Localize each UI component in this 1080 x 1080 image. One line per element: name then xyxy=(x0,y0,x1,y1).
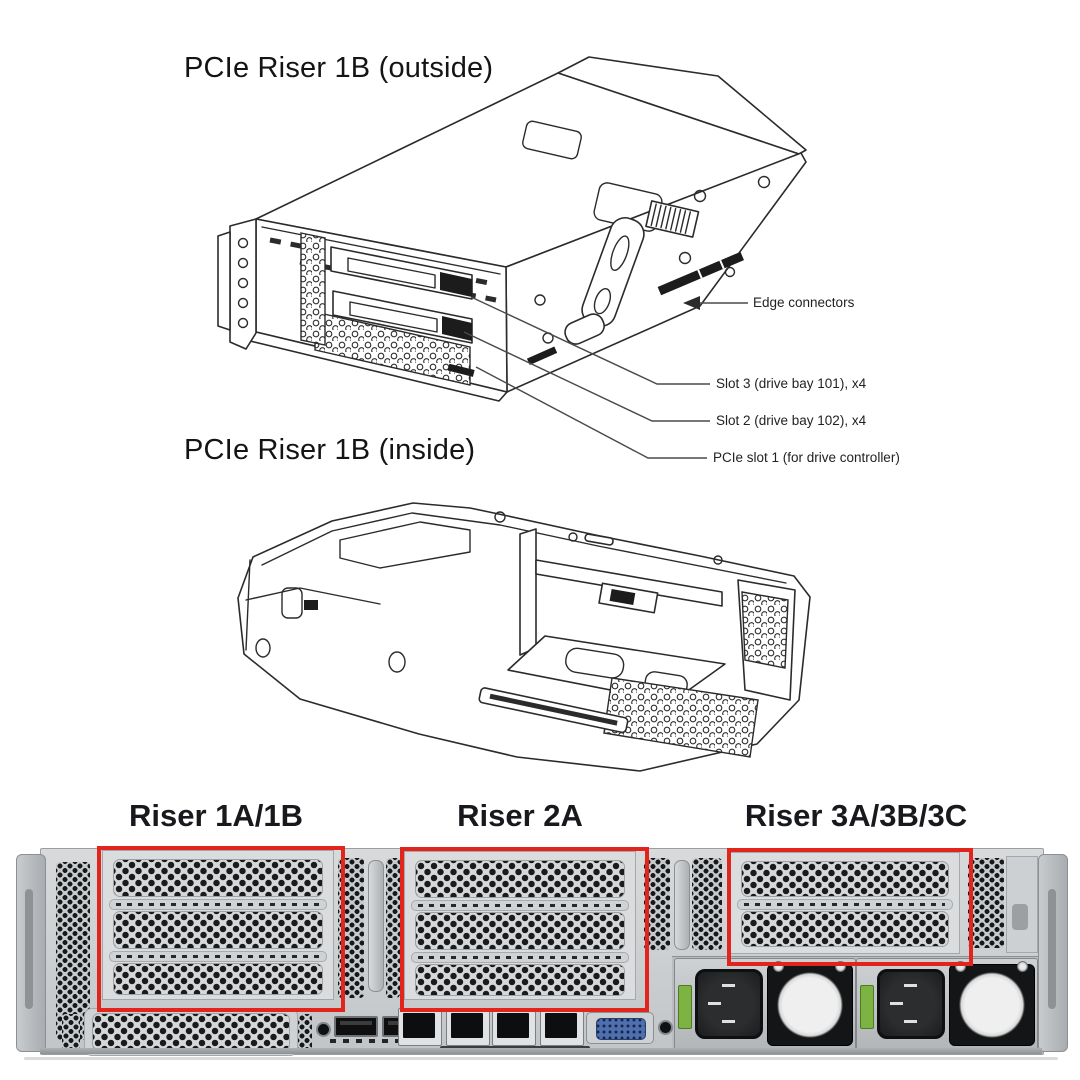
psu1-inlet-mark xyxy=(722,1020,735,1023)
riser-latch-1 xyxy=(368,860,384,992)
riser1-rail-1 xyxy=(109,899,327,910)
ethernet-port-3-jack xyxy=(497,1013,529,1038)
vga-port xyxy=(586,1012,654,1044)
inside-figure-title: PCIe Riser 1B (inside) xyxy=(184,434,476,466)
riser3-slot-panel xyxy=(730,852,960,954)
label-riser-3a-3b-3c: Riser 3A/3B/3C xyxy=(744,798,968,833)
psu-2 xyxy=(856,958,1038,1050)
riser3-slot-cover-1 xyxy=(741,861,949,897)
riser3-rail-1 xyxy=(737,899,953,910)
callout-pcie-slot1: PCIe slot 1 (for drive controller) xyxy=(713,450,900,465)
callout-leader-lines xyxy=(463,296,748,459)
rear-button xyxy=(658,1020,673,1035)
psu1-inlet-mark xyxy=(722,984,735,987)
usb-vent-dashes xyxy=(330,1038,428,1044)
riser2-slot-cover-3 xyxy=(415,964,625,996)
right-ear-slot xyxy=(1048,889,1056,1009)
chassis-shadow xyxy=(24,1057,1058,1060)
riser-inside-drawing xyxy=(237,502,811,772)
psu1-screw-right xyxy=(835,961,846,972)
vga-port-connector xyxy=(596,1018,646,1040)
ethernet-port-4 xyxy=(540,1008,584,1046)
psu1-inlet-mark xyxy=(708,1002,721,1005)
vent-strip-left xyxy=(56,862,90,1040)
riser2-slot-panel xyxy=(404,851,636,1000)
psu1-screw-left xyxy=(773,961,784,972)
riser1-slot-cover-1 xyxy=(113,859,323,897)
psu2-ac-inlet xyxy=(877,969,945,1039)
vent-dots-mid xyxy=(298,1014,312,1052)
rear-chassis-photo xyxy=(0,844,1080,1070)
label-riser-2a: Riser 2A xyxy=(457,798,583,833)
ethernet-port-3 xyxy=(492,1008,536,1046)
callout-edge-connectors: Edge connectors xyxy=(753,295,855,310)
chassis-bottom-rail xyxy=(40,1048,1042,1054)
label-riser-1a-1b: Riser 1A/1B xyxy=(128,798,304,833)
psu1-fan xyxy=(767,964,853,1046)
outside-figure-title: PCIe Riser 1B (outside) xyxy=(184,52,494,84)
riser-outside-drawing xyxy=(217,56,807,402)
callout-slot2: Slot 2 (drive bay 102), x4 xyxy=(716,413,867,428)
riser1-slot-panel xyxy=(102,850,334,1000)
psu1-release-latch xyxy=(678,985,692,1029)
riser2-slot-cover-1 xyxy=(415,860,625,898)
right-mounting-ear xyxy=(1038,854,1068,1052)
riser-latch-2 xyxy=(674,860,690,950)
usb-port-1 xyxy=(334,1016,378,1037)
psu2-inlet-mark xyxy=(904,984,917,987)
riser2-slot-cover-2 xyxy=(415,912,625,950)
psu1-ac-inlet xyxy=(695,969,763,1039)
riser1-highlight-box xyxy=(97,846,345,1012)
psu2-screw-right xyxy=(1017,961,1028,972)
vent-dots-left xyxy=(62,1014,80,1052)
psu2-screw-left xyxy=(955,961,966,972)
riser2-rail-2 xyxy=(411,952,629,963)
left-ear-slot xyxy=(25,889,33,1009)
ethernet-port-1-jack xyxy=(403,1013,435,1038)
low-profile-slot-cover xyxy=(92,1013,290,1051)
psu2-fan xyxy=(949,964,1035,1046)
right-latch-handle xyxy=(1012,904,1028,930)
riser2-rail-1 xyxy=(411,900,629,911)
ethernet-port-4-jack xyxy=(545,1013,577,1038)
ethernet-port-2 xyxy=(446,1008,490,1046)
psu-1 xyxy=(674,958,856,1050)
riser3-highlight-box xyxy=(727,848,973,966)
riser1-rail-2 xyxy=(109,951,327,962)
riser1-slot-cover-2 xyxy=(113,911,323,949)
callout-slot3: Slot 3 (drive bay 101), x4 xyxy=(716,376,867,391)
vent-strip-2b xyxy=(692,858,722,950)
ethernet-port-2-jack xyxy=(451,1013,483,1038)
psu2-inlet-mark xyxy=(890,1002,903,1005)
id-button xyxy=(316,1022,331,1037)
vent-strip-1b xyxy=(386,858,400,998)
psu2-inlet-mark xyxy=(904,1020,917,1023)
left-mounting-ear xyxy=(16,854,46,1052)
riser1-slot-cover-3 xyxy=(113,963,323,995)
vent-strip-right xyxy=(968,858,1004,948)
riser2-highlight-box xyxy=(400,847,649,1012)
riser3-slot-cover-2 xyxy=(741,911,949,947)
ethernet-port-1 xyxy=(398,1008,442,1046)
psu2-release-latch xyxy=(860,985,874,1029)
